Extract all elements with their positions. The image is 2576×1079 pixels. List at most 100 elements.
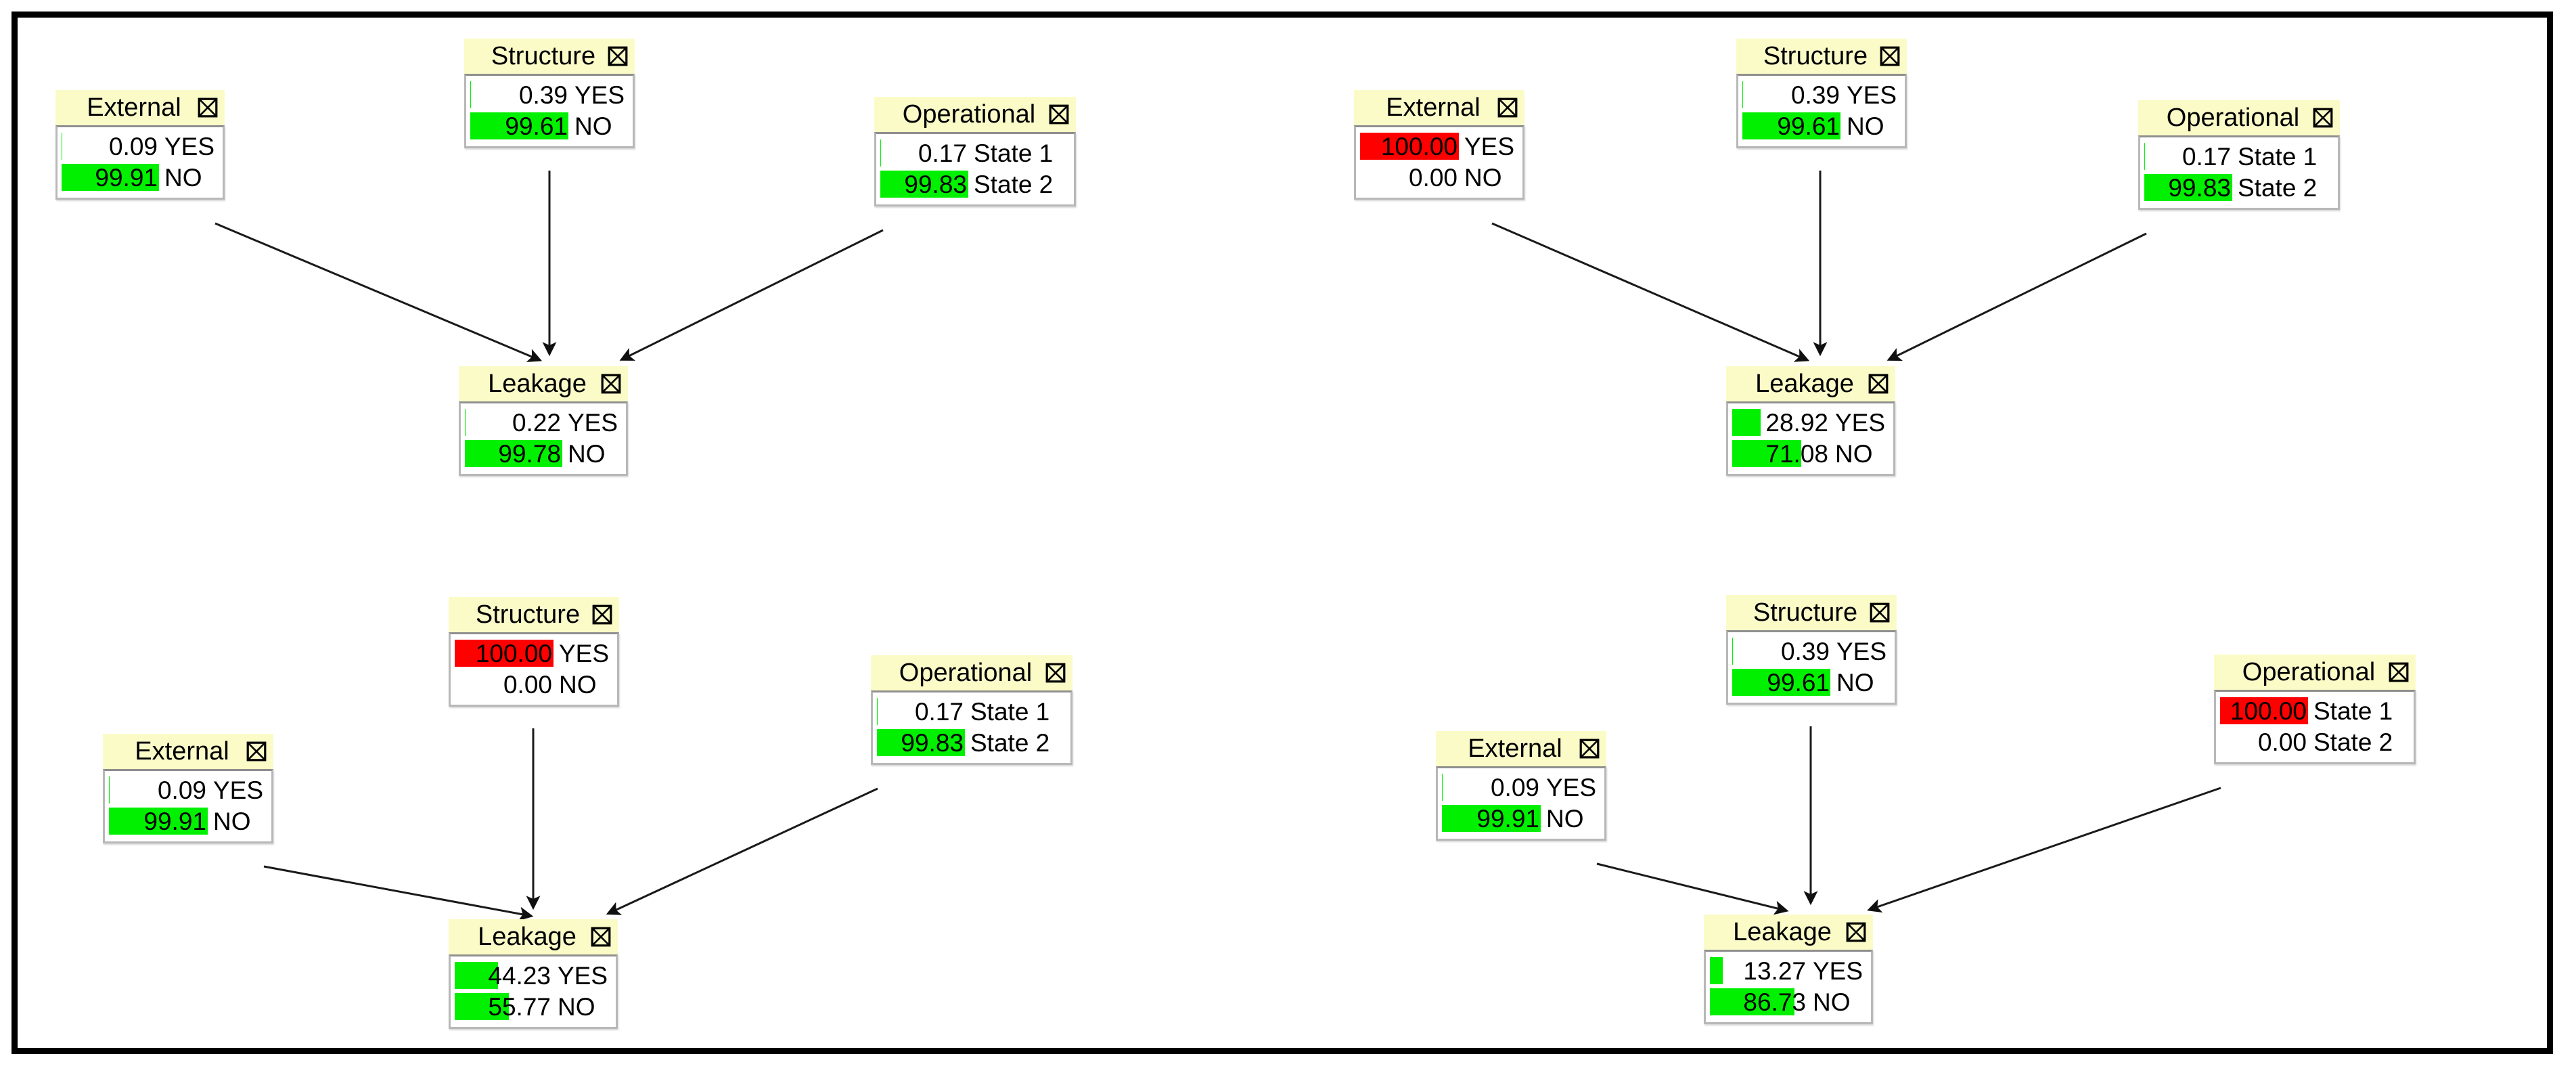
state-value: 0.09 <box>108 132 158 160</box>
node-title-bar[interactable]: Structure <box>1726 595 1897 630</box>
node-title-bar[interactable]: Leakage <box>449 919 618 954</box>
close-icon[interactable] <box>1870 602 1890 623</box>
state-value: 100.00 <box>475 639 552 667</box>
probability-bar <box>470 112 569 139</box>
node-title-bar[interactable]: Operational <box>2138 100 2340 135</box>
node-title-label: External <box>1386 93 1481 122</box>
node-title-label: Leakage <box>488 370 587 398</box>
node-title-bar[interactable]: Leakage <box>459 366 628 401</box>
close-icon[interactable] <box>592 604 612 625</box>
node-title-bar[interactable]: External <box>1436 731 1606 766</box>
close-icon[interactable] <box>1846 922 1866 942</box>
close-icon[interactable] <box>1880 46 1900 66</box>
node-title-bar[interactable]: Leakage <box>1726 366 1895 401</box>
state-label: YES <box>164 132 215 160</box>
close-icon[interactable] <box>2313 108 2333 128</box>
close-icon[interactable] <box>591 927 611 947</box>
node-title-bar[interactable]: External <box>55 90 225 125</box>
close-icon[interactable] <box>1868 374 1889 394</box>
state-value: 0.09 <box>1490 773 1539 801</box>
close-icon[interactable] <box>2389 662 2409 682</box>
node-title-bar[interactable]: External <box>103 734 273 769</box>
state-label: NO <box>213 807 251 835</box>
state-value: 0.00 <box>2257 728 2307 756</box>
node-title-bar[interactable]: Operational <box>874 97 1076 132</box>
close-icon[interactable] <box>1497 97 1518 118</box>
node-title-bar[interactable]: Structure <box>449 597 619 632</box>
node-title-bar[interactable]: External <box>1354 90 1524 125</box>
close-icon[interactable] <box>1579 739 1600 759</box>
close-icon[interactable] <box>1045 663 1066 683</box>
close-icon[interactable] <box>246 741 267 762</box>
node-title-bar[interactable]: Operational <box>2214 655 2416 690</box>
state-value: 44.23 <box>488 961 551 990</box>
close-icon[interactable] <box>198 97 218 118</box>
node-title-label: Leakage <box>1755 370 1854 398</box>
node-title-label: Structure <box>1753 598 1858 627</box>
close-icon[interactable] <box>601 374 621 394</box>
node-title-bar[interactable]: Structure <box>1736 39 1907 74</box>
node-title-bar[interactable]: Structure <box>464 39 635 74</box>
node-title-bar[interactable]: Leakage <box>1704 915 1873 950</box>
state-label: State 2 <box>2238 173 2318 202</box>
probability-bar <box>455 962 498 989</box>
close-icon[interactable] <box>1049 104 1069 125</box>
state-label: State 2 <box>974 170 1054 198</box>
state-value: 0.39 <box>518 81 568 109</box>
state-label: YES <box>1835 408 1886 437</box>
close-icon[interactable] <box>608 46 628 66</box>
node-title-bar[interactable]: Operational <box>871 655 1072 690</box>
